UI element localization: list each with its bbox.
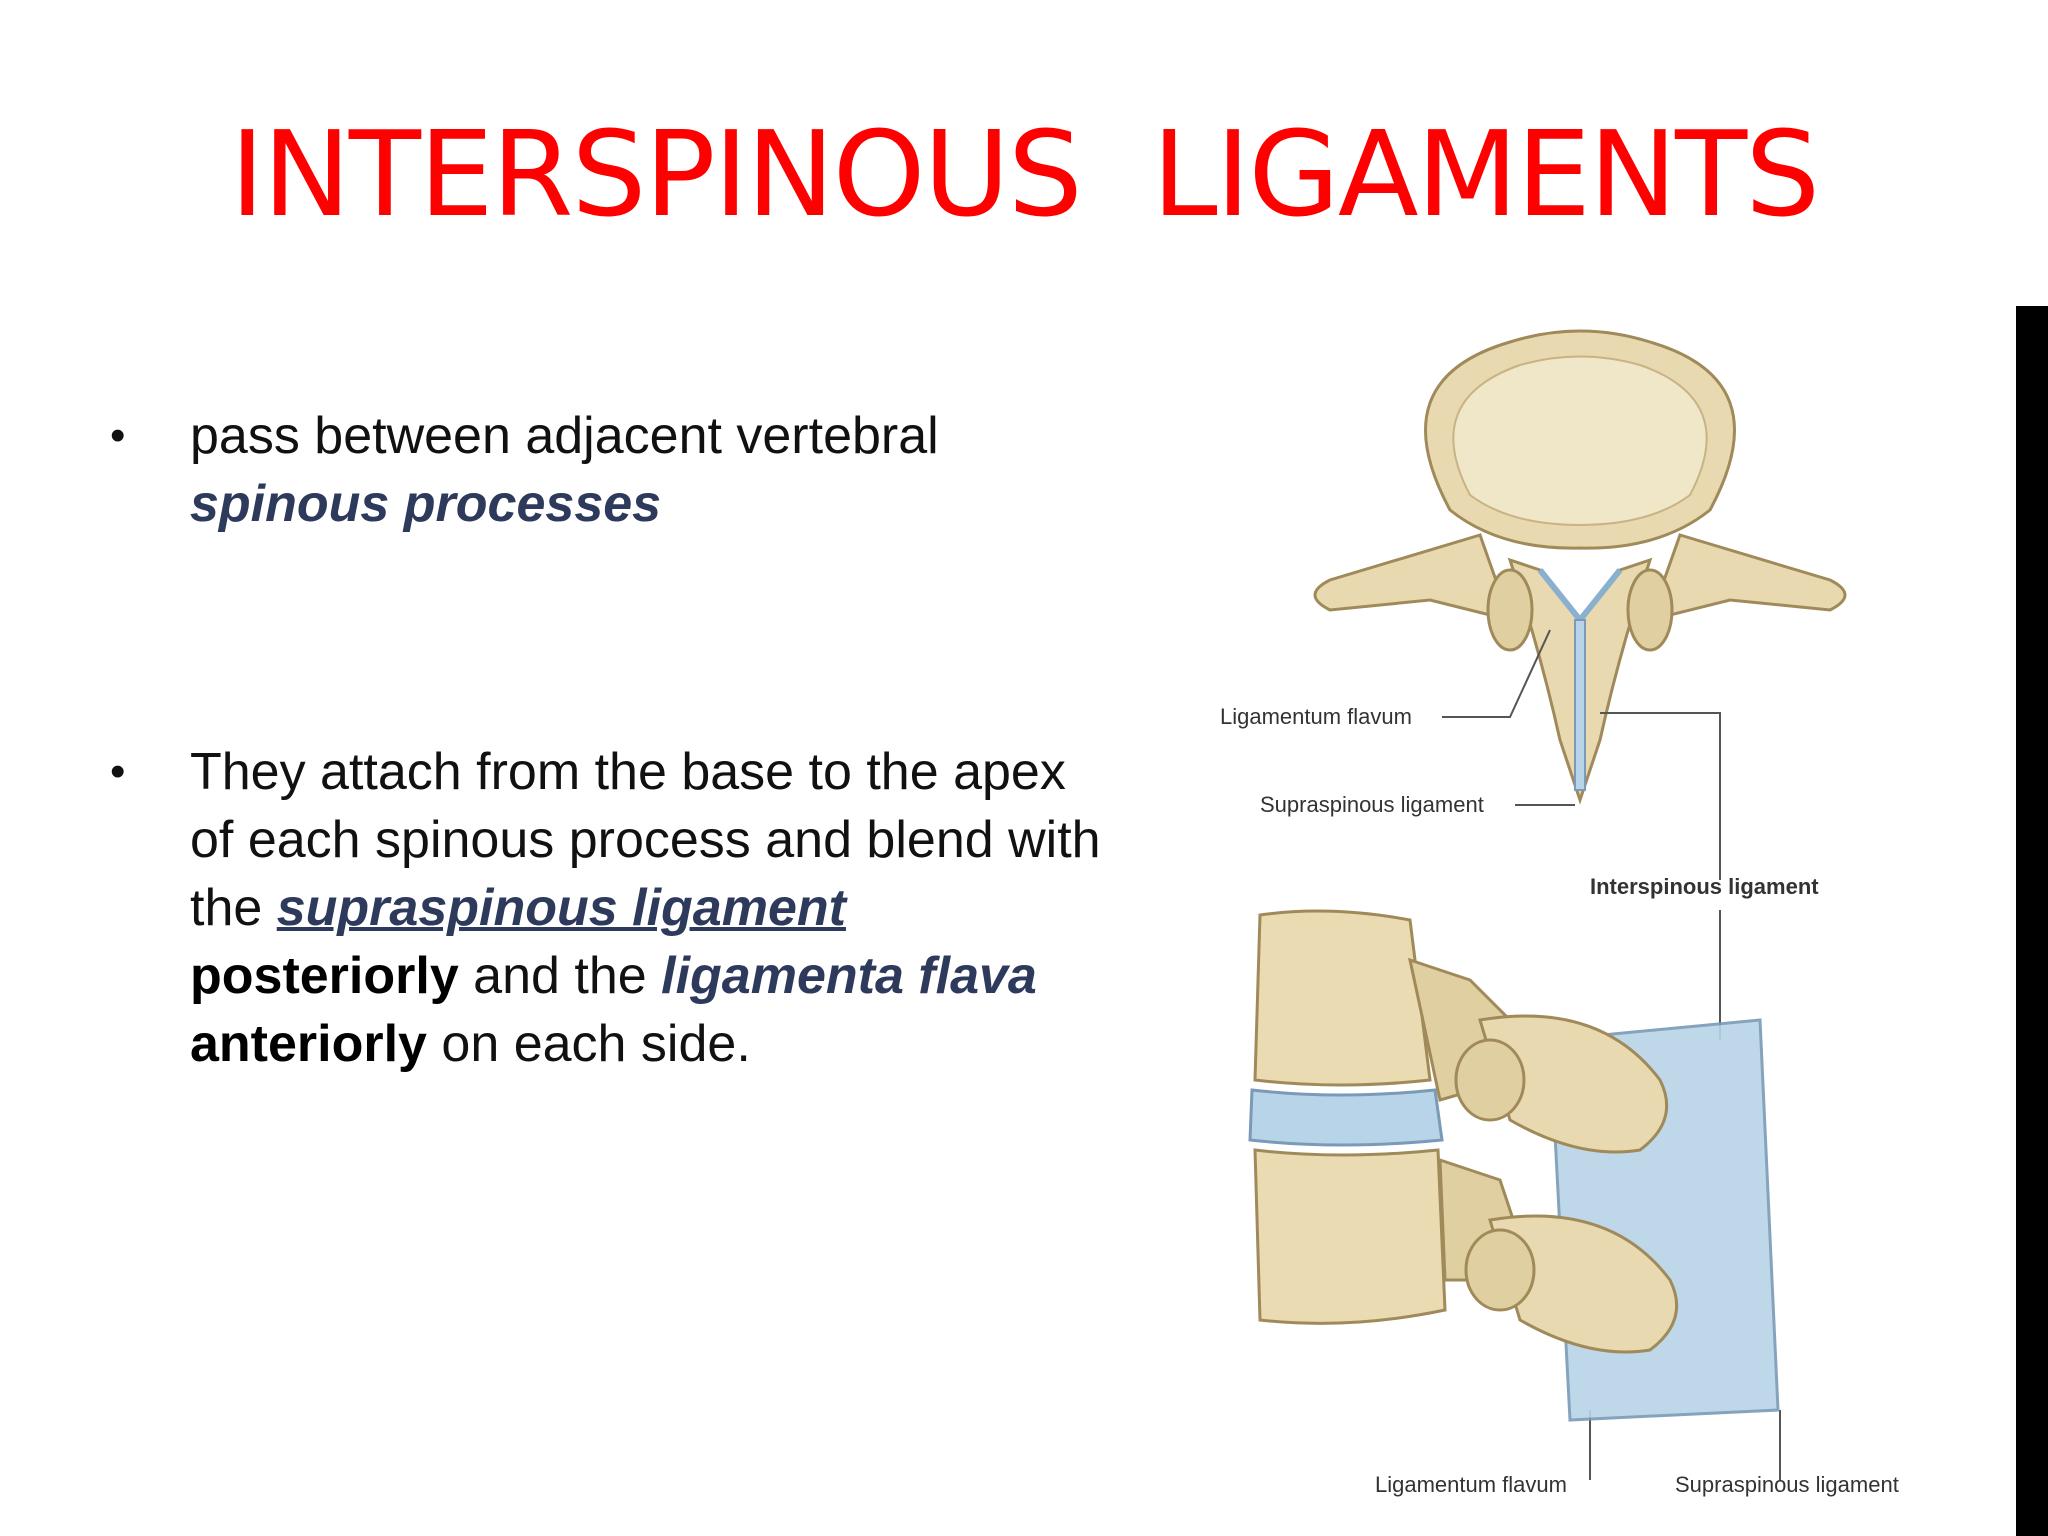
bullet-item: • pass between adjacent vertebral spinou… [100, 402, 1120, 538]
bullet-item: • They attach from the base to the apex … [100, 738, 1120, 1078]
label-ligamentum-flavum-bottom: Ligamentum flavum [1375, 1472, 1567, 1497]
slide-edge-bar [2016, 306, 2048, 1536]
figure-leader-lines [1442, 629, 1781, 1480]
bullet-list: • pass between adjacent vertebral spinou… [100, 402, 1120, 1078]
vertebra-lateral-view [1248, 909, 1780, 1422]
bullet-text: and the [458, 947, 662, 1005]
emphasis-anteriorly: anteriorly [190, 1015, 427, 1073]
vertebra-illustration: Ligamentum flavum Supraspinous ligament … [1220, 329, 1899, 1497]
label-ligamentum-flavum-top: Ligamentum flavum [1220, 704, 1412, 729]
bullet-text: pass between adjacent vertebral [190, 407, 939, 465]
vertebra-superior-view [1313, 329, 1847, 805]
bullet-text: They attach from the base to the apex of… [190, 743, 1101, 937]
emphasis-posteriorly: posteriorly [190, 947, 459, 1005]
term-spinous-processes: spinous processes [190, 475, 662, 533]
slide-title: INTERSPINOUS LIGAMENTS [229, 105, 1820, 243]
bullet-marker: • [110, 411, 126, 460]
vertebra-anatomy-figure: Ligamentum flavum Supraspinous ligament … [1180, 320, 1980, 1520]
label-supraspinous-bottom: Supraspinous ligament [1675, 1472, 1899, 1497]
label-supraspinous-top: Supraspinous ligament [1260, 792, 1484, 817]
bullet-marker: • [110, 747, 126, 796]
supraspinous-ligament-link[interactable]: supraspinous ligament [276, 879, 846, 937]
term-ligamenta-flava: ligamenta flava [661, 947, 1037, 1005]
bullet-text: on each side. [426, 1015, 751, 1073]
label-interspinous: Interspinous ligament [1590, 874, 1819, 899]
